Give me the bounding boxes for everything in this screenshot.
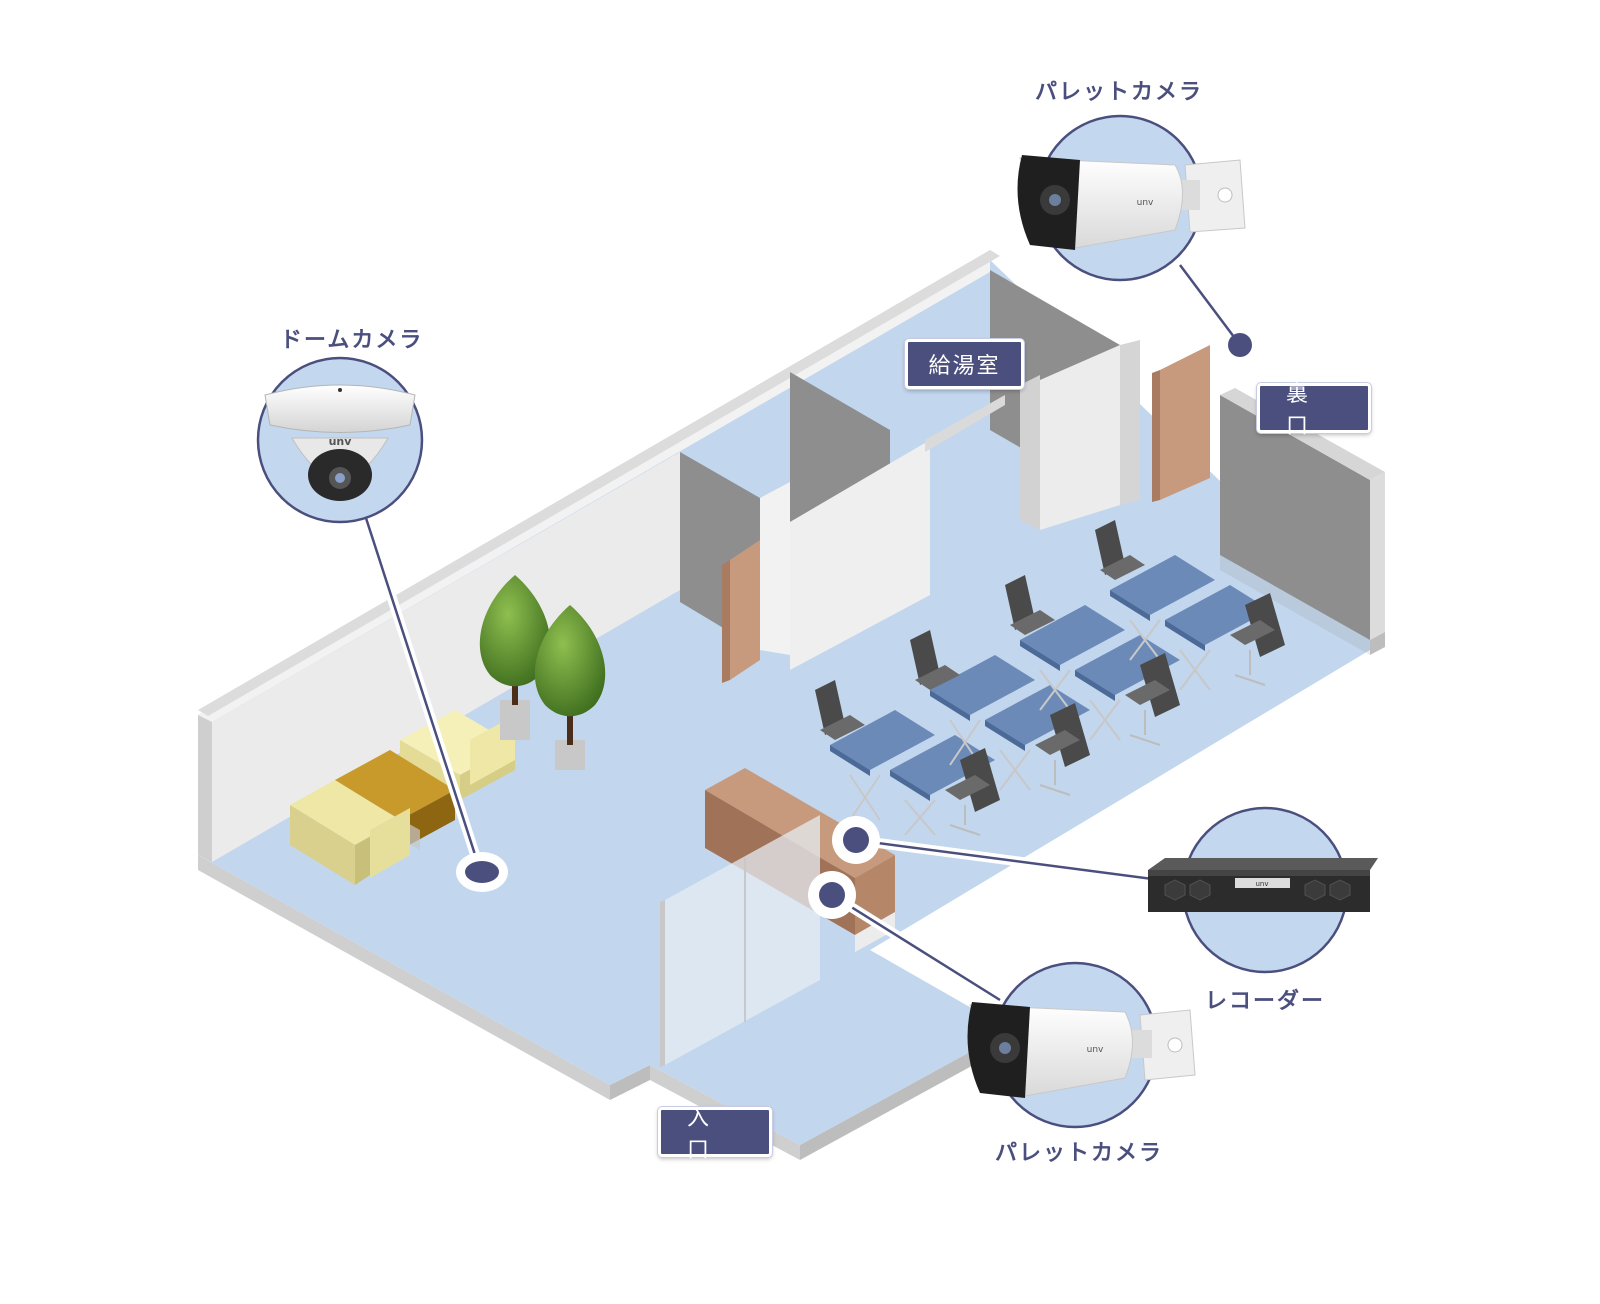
bullet-camera-icon: unv [967,1002,1196,1098]
dome-camera-icon: unv [264,384,416,501]
recorder-label: レコーダー [1205,989,1326,1014]
svg-text:unv: unv [1255,880,1268,888]
dome-camera-label: ドームカメラ [280,328,424,353]
bullet-camera-bottom-label: パレットカメラ [995,1141,1164,1166]
plants [479,575,606,770]
bullet-camera-bottom-bubble: unv [967,961,1196,1129]
location-markers [456,333,1252,919]
bullet-camera-top-label: パレットカメラ [1035,80,1204,105]
doors [722,345,1210,683]
entrance-tag: 入 口 [658,1106,772,1163]
back-entrance-tag: 裏 口 [1257,382,1371,439]
brand-logo: unv [329,435,353,448]
svg-text:unv: unv [1137,198,1154,208]
dome-camera-bubble: unv [256,356,424,524]
connector-lines [360,264,1241,1005]
bullet-camera-top-bubble: unv [1017,114,1246,282]
lounge-furniture [290,710,515,885]
nvr-recorder-icon: unv [1148,858,1378,912]
svg-text:unv: unv [1087,1045,1104,1055]
desk-area [815,520,1285,836]
bullet-camera-icon: unv [1017,155,1246,250]
kitchenette-tag: 給湯室 [905,339,1024,389]
glass-partition [660,815,820,1067]
walls [198,250,1385,862]
recorder-bubble: unv [1148,806,1378,974]
